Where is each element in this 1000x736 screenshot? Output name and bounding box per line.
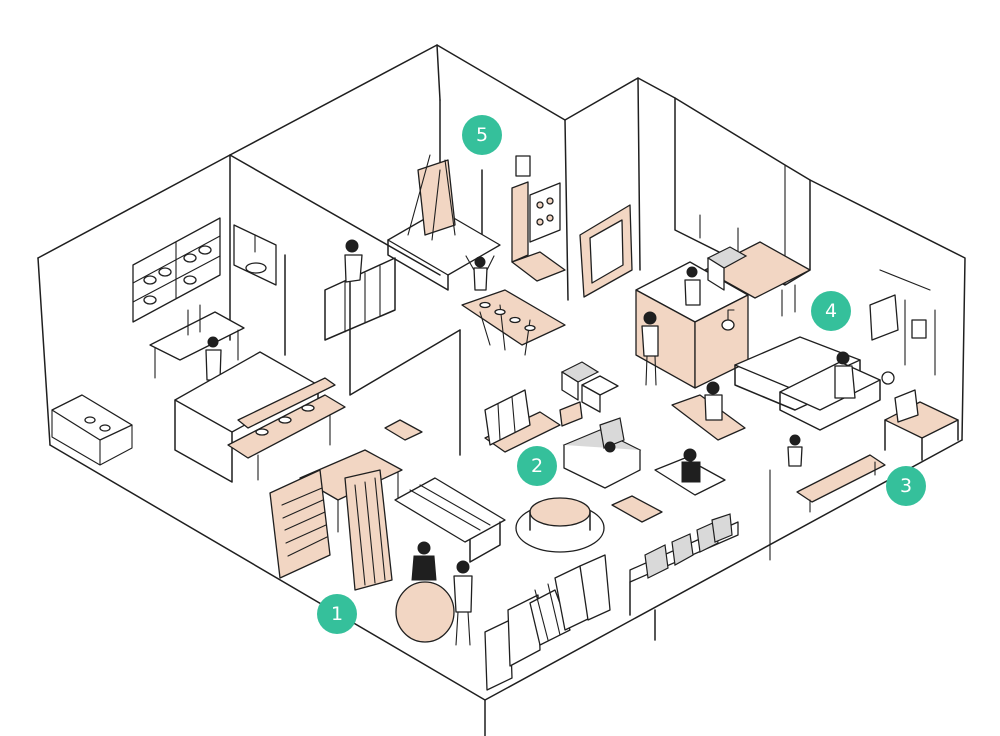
area-marker-1[interactable]: 1 xyxy=(317,594,357,634)
area-marker-5[interactable]: 5 xyxy=(462,115,502,155)
area-marker-2[interactable]: 2 xyxy=(517,446,557,486)
area-marker-4[interactable]: 4 xyxy=(811,291,851,331)
outer-walls xyxy=(37,44,966,736)
display-platform xyxy=(461,289,566,356)
furniture-workshop xyxy=(269,449,611,691)
mezzanine xyxy=(324,154,633,341)
area-marker-3[interactable]: 3 xyxy=(886,466,926,506)
left-shop xyxy=(51,217,346,483)
lounge-area xyxy=(384,361,739,641)
bedroom-area xyxy=(671,269,959,513)
